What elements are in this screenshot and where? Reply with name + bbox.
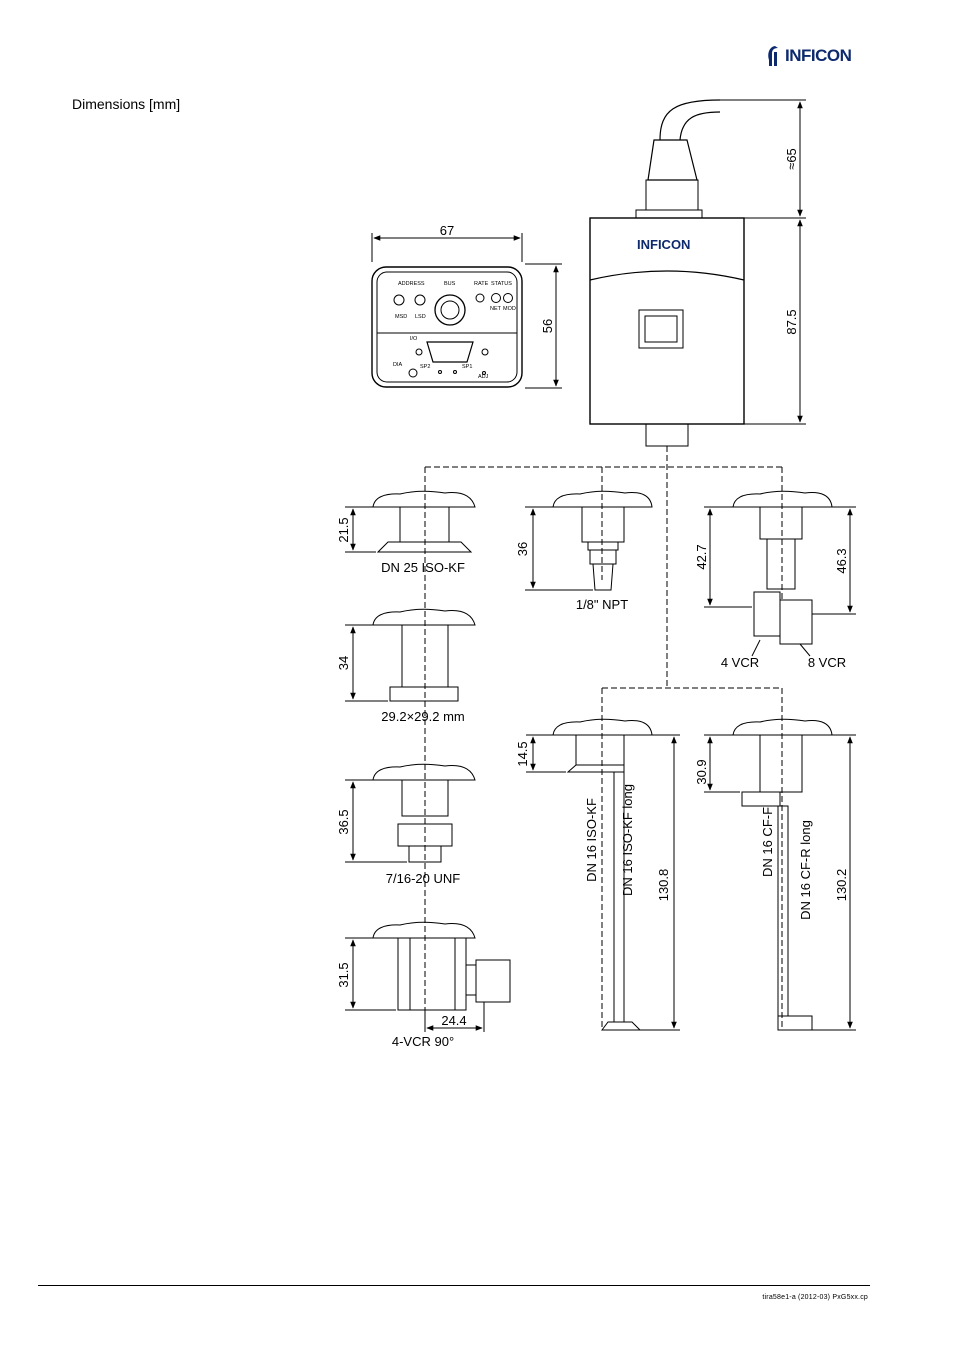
label-dn25: DN 25 ISO-KF xyxy=(381,560,465,575)
square-flange-drawing xyxy=(345,624,459,702)
panel-sp1: SP1 xyxy=(462,364,472,370)
panel-net: NET xyxy=(490,306,502,312)
dn25-isokf-drawing xyxy=(345,506,473,553)
dim-cf-r-long: 130.2 xyxy=(834,869,849,902)
panel-mod: MOD xyxy=(503,306,516,312)
cloud-caps xyxy=(372,490,833,939)
dim-vcr90-height: 31.5 xyxy=(336,962,351,987)
body-logo-text: INFICON xyxy=(637,237,690,252)
panel-io: I/O xyxy=(410,336,418,342)
dim-unf: 36.5 xyxy=(336,809,351,834)
panel-adj: ADJ xyxy=(478,374,489,380)
panel-msd: MSD xyxy=(395,314,407,320)
center-lines xyxy=(424,446,783,1030)
logo-text: INFICON xyxy=(785,46,852,65)
dim-iso-kf16-long: 130.8 xyxy=(656,869,671,902)
panel-dia: DIA xyxy=(393,362,403,368)
unf-drawing xyxy=(345,779,453,863)
footer-divider xyxy=(38,1285,870,1286)
dim-width: 67 xyxy=(440,223,454,238)
dn16-cf-drawing xyxy=(704,734,856,1031)
dn16-isokf-drawing xyxy=(526,734,680,1031)
npt-drawing xyxy=(525,506,625,591)
footer-doc-ref: tira58e1-a (2012-03) PxG5xx.cp xyxy=(762,1294,868,1301)
dim-square: 34 xyxy=(336,656,351,670)
dim-front-height: 56 xyxy=(540,319,555,333)
label-dn16-cf: DN 16 CF-F xyxy=(760,807,775,877)
dim-npt: 36 xyxy=(515,542,530,556)
panel-address: ADDRESS xyxy=(398,281,425,287)
label-vcr90: 4-VCR 90° xyxy=(392,1034,454,1049)
front-panel-view xyxy=(371,233,562,389)
label-dn16-kf: DN 16 ISO-KF xyxy=(584,798,599,882)
logo-mark-icon xyxy=(768,46,778,66)
panel-bus: BUS xyxy=(444,281,456,287)
label-vcr4: 4 VCR xyxy=(721,655,759,670)
side-body-view xyxy=(589,99,806,447)
label-vcr8: 8 VCR xyxy=(808,655,846,670)
label-square: 29.2×29.2 mm xyxy=(381,709,464,724)
dim-iso-kf25: 21.5 xyxy=(336,517,351,542)
dim-vcr-short: 42.7 xyxy=(694,544,709,569)
dim-body-height: 87.5 xyxy=(784,309,799,334)
vcr-drawing xyxy=(704,506,856,657)
panel-rate: RATE xyxy=(474,281,489,287)
dim-vcr-long: 46.3 xyxy=(834,548,849,573)
panel-sp2: SP2 xyxy=(420,364,430,370)
dim-cable: ≈65 xyxy=(784,148,799,170)
dim-cf-f: 30.9 xyxy=(694,759,709,784)
label-unf: 7/16-20 UNF xyxy=(386,871,460,886)
label-dn16-kf-long: DN 16 ISO-KF long xyxy=(620,784,635,896)
dim-iso-kf16: 14.5 xyxy=(515,741,530,766)
label-dn16-cfr-long: DN 16 CF-R long xyxy=(798,820,813,920)
inficon-logo: INFICON xyxy=(766,44,852,68)
panel-lsd: LSD xyxy=(415,314,426,320)
label-npt: 1/8" NPT xyxy=(576,597,628,612)
panel-status: STATUS xyxy=(491,281,512,287)
vcr90-drawing xyxy=(345,937,511,1032)
section-title: Dimensions [mm] xyxy=(72,96,181,112)
dim-vcr90-offset: 24.4 xyxy=(441,1013,466,1028)
